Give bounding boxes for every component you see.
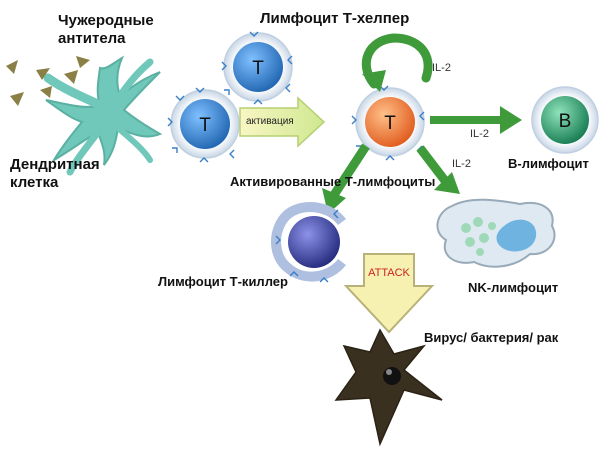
label-nk-lymphocyte: NK-лимфоцит — [468, 280, 559, 295]
b-cell-letter: B — [559, 111, 572, 132]
t-helper-letter: T — [384, 113, 396, 134]
label-b-lymphocyte: В-лимфоцит — [508, 156, 589, 171]
label-activation: активация — [246, 116, 294, 127]
attack-label: ATTACK — [368, 267, 410, 279]
nk-cell — [436, 198, 556, 268]
activation-arrow — [239, 96, 326, 148]
t-cell-upper-letter: T — [252, 58, 264, 79]
self-activation-loop — [361, 33, 433, 92]
label-il2-lower: IL-2 — [452, 158, 471, 170]
t-helper-cell: T — [351, 85, 425, 161]
label-foreign-antibodies: Чужеродные антитела — [58, 12, 154, 47]
t-cell-lower: T — [167, 87, 240, 163]
label-t-helper: Лимфоцит Т-хелпер — [260, 10, 410, 27]
t-cell-upper: T — [221, 31, 293, 105]
arrow-to-b-cell — [430, 106, 522, 134]
virus-target — [334, 328, 443, 447]
arrow-to-nk — [416, 145, 460, 194]
antigen-triangles — [6, 56, 90, 106]
b-cell: B — [531, 86, 599, 154]
label-dendritic-cell: Дендритная клетка — [10, 156, 100, 191]
label-activated-t: Активированные Т-лимфоциты — [230, 174, 436, 189]
t-killer-cell — [271, 202, 346, 283]
label-t-killer: Лимфоцит Т-киллер — [158, 274, 288, 289]
t-cell-lower-letter: T — [199, 115, 211, 136]
label-target: Вирус/ бактерия/ рак — [424, 330, 559, 345]
label-il2-b: IL-2 — [470, 128, 489, 140]
label-il2-top: IL-2 — [432, 62, 451, 74]
dendritic-cell — [43, 55, 163, 176]
attack-arrow: ATTACK — [343, 253, 435, 334]
